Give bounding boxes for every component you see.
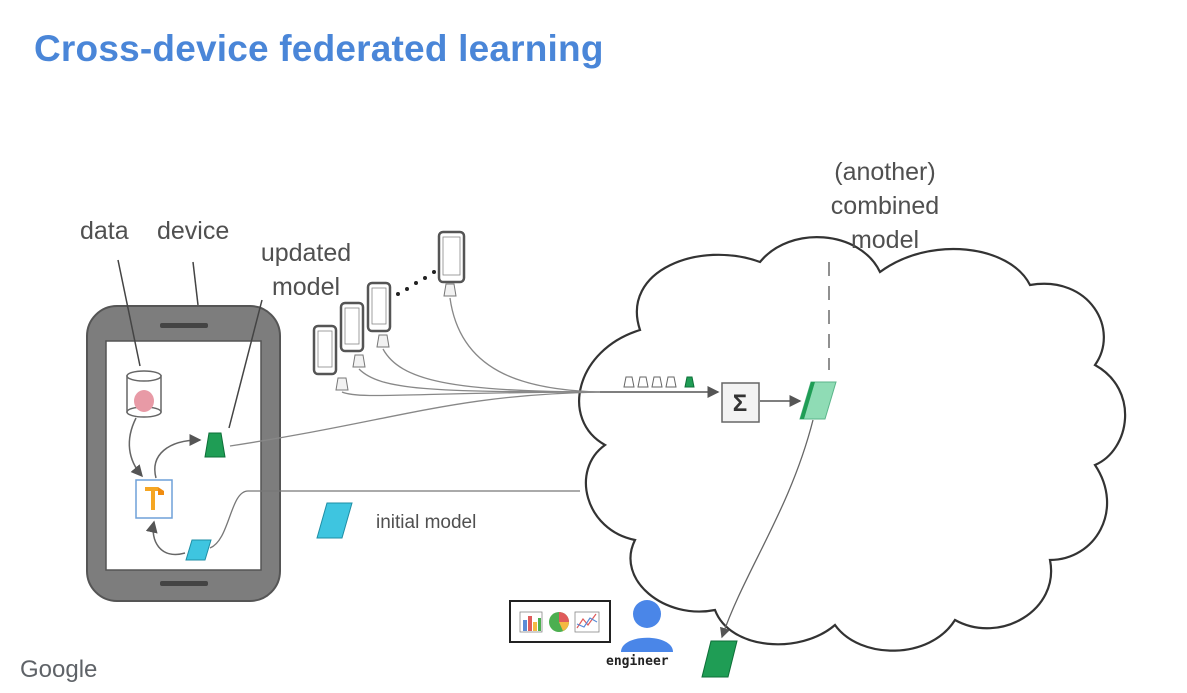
bar-chart-icon — [519, 611, 543, 633]
data-label: data — [80, 217, 129, 245]
queued-updates — [623, 376, 695, 388]
device-phone — [86, 305, 281, 602]
server-cloud — [578, 236, 1127, 652]
aggregator-symbol: Σ — [733, 390, 747, 417]
other-devices — [312, 230, 466, 391]
combined-model-label-line2: combined — [830, 192, 940, 220]
person-icon — [621, 600, 673, 652]
page-title: Cross-device federated learning — [34, 28, 604, 69]
tensorflow-icon — [135, 479, 173, 519]
phone-2 — [339, 301, 366, 368]
combined-model-label-line3: model — [850, 226, 920, 254]
combined-model-label: (another) combined model — [800, 155, 970, 257]
engineer-label: engineer — [606, 654, 669, 669]
database-icon — [126, 370, 162, 418]
pie-chart-icon — [549, 612, 569, 632]
updated-model-label-line2: model — [271, 273, 341, 301]
combined-model-label-line1: (another) — [834, 158, 936, 186]
engineer-model-shape — [701, 640, 738, 678]
updated-model-label: updated model — [246, 236, 366, 304]
google-logo: Google — [20, 656, 98, 683]
phone-3 — [366, 281, 392, 348]
ellipsis-dots — [396, 270, 436, 296]
initial-model-shape — [316, 502, 353, 539]
device-label: device — [157, 217, 230, 245]
aggregator-box — [721, 382, 760, 423]
updated-model-label-line1: updated — [260, 239, 352, 267]
phone-4 — [437, 230, 466, 297]
device-model-shape — [185, 539, 212, 561]
dashboard-charts — [509, 600, 611, 643]
phone-1 — [312, 324, 349, 391]
initial-model-label: initial model — [376, 512, 477, 533]
updated-model-shape — [204, 432, 226, 458]
line-chart-icon — [574, 611, 600, 633]
